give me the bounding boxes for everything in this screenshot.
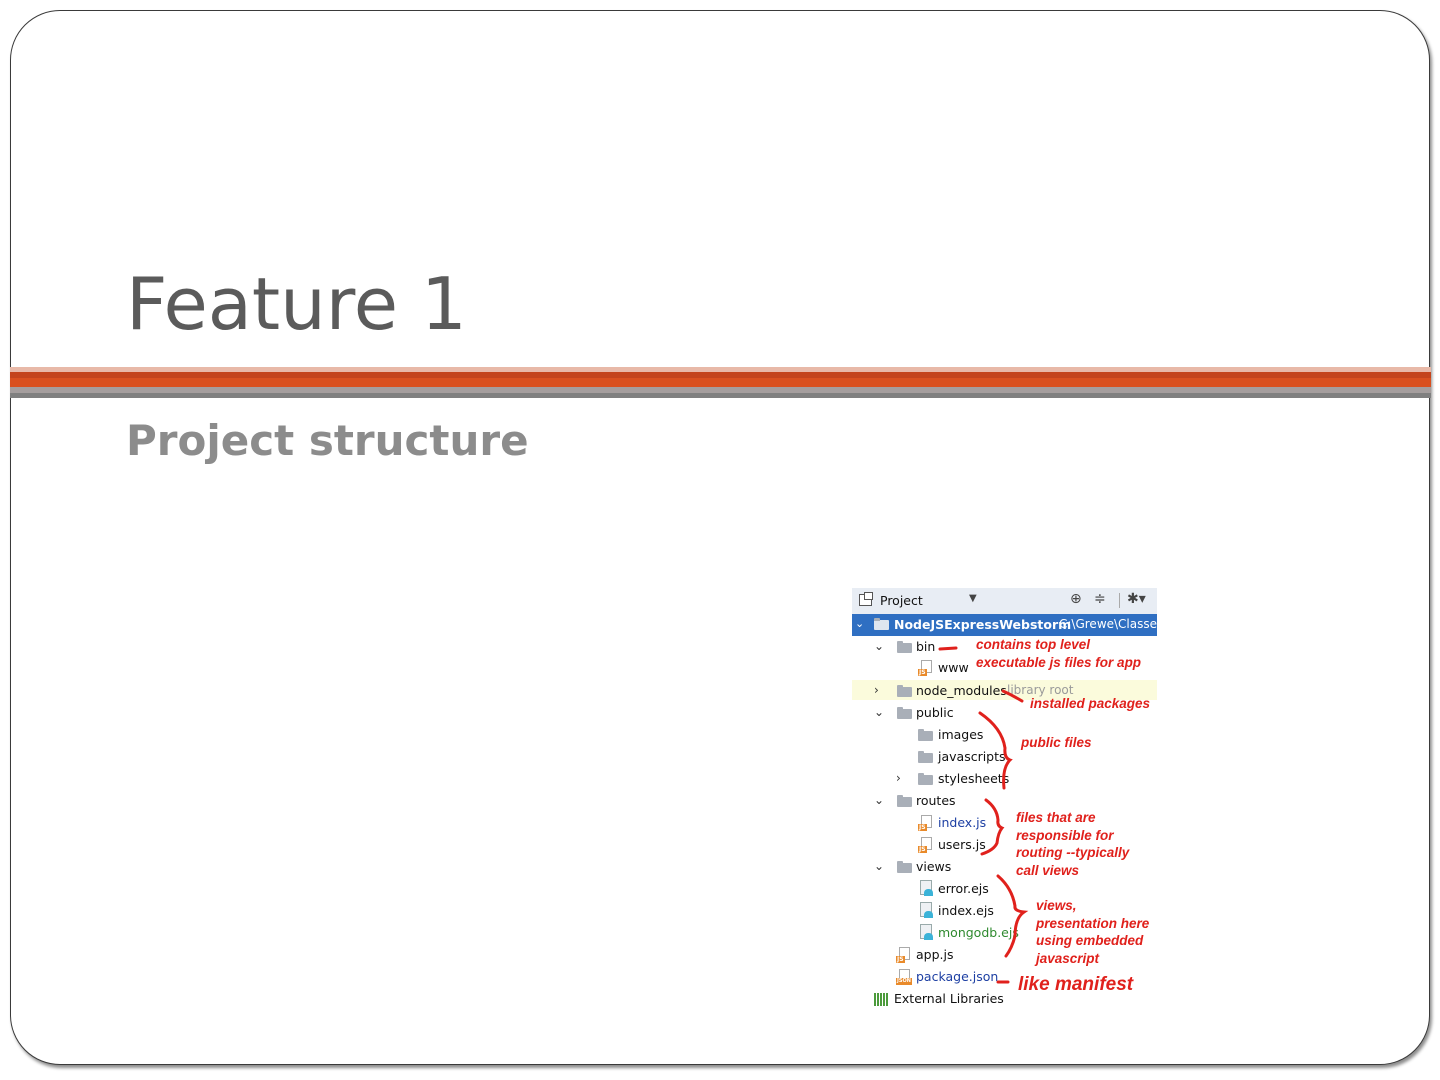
project-icon xyxy=(859,592,873,606)
chevron-down-icon[interactable]: ⌄ xyxy=(874,705,885,719)
chevron-down-icon[interactable]: ⌄ xyxy=(874,859,885,873)
js-file-icon: JS xyxy=(918,660,933,677)
folder-icon xyxy=(897,795,912,807)
accent-band xyxy=(10,393,1431,398)
folder-icon xyxy=(897,641,912,653)
accent-band xyxy=(10,367,1431,372)
accent-band xyxy=(10,387,1431,393)
tree-item-label: mongodb.ejs xyxy=(938,925,1019,940)
ejs-file-icon xyxy=(918,902,933,919)
annotation-routes: files that are responsible for routing -… xyxy=(1016,810,1130,878)
tree-item-label: node_modules xyxy=(916,683,1007,698)
folder-icon xyxy=(897,707,912,719)
chevron-right-icon[interactable]: › xyxy=(874,683,879,697)
js-file-icon: JS xyxy=(918,815,933,832)
ide-project-panel: Project ▼ ⊕ ≑ ✱▾ ⌄ NodeJSExpressWebstorm… xyxy=(852,588,1157,1013)
dropdown-caret-icon[interactable]: ▼ xyxy=(969,593,977,604)
tree-root-row[interactable]: ⌄ NodeJSExpressWebstorm C:\Grewe\Classes xyxy=(852,614,1157,636)
tree-item-label: public xyxy=(916,705,954,720)
tree-item-label: images xyxy=(938,727,984,742)
annotation-node-modules: installed packages xyxy=(1030,696,1151,711)
tree-item-label: routes xyxy=(916,793,956,808)
annotation-public: public files xyxy=(1021,735,1092,750)
node-modules-highlight xyxy=(852,680,1157,700)
folder-icon xyxy=(918,773,933,785)
tree-item-label: index.ejs xyxy=(938,903,994,918)
project-panel-label[interactable]: Project xyxy=(880,593,923,608)
js-file-icon: JS xyxy=(918,837,933,854)
root-path: C:\Grewe\Classes xyxy=(1059,617,1157,631)
chevron-down-icon[interactable]: ⌄ xyxy=(874,639,885,653)
js-file-icon: JS xyxy=(896,947,911,964)
root-name: NodeJSExpressWebstorm xyxy=(894,617,1072,632)
library-root-note: library root xyxy=(1007,683,1074,697)
annotation-views: views, presentation here using embedded … xyxy=(1036,898,1150,966)
tree-item-label: users.js xyxy=(938,837,986,852)
ejs-file-icon xyxy=(918,880,933,897)
folder-icon xyxy=(918,729,933,741)
gear-icon[interactable]: ✱▾ xyxy=(1127,591,1146,607)
project-panel-header: Project ▼ ⊕ ≑ ✱▾ xyxy=(852,588,1157,615)
tree-item-label: javascripts xyxy=(938,749,1006,764)
tree-item-label: www xyxy=(938,660,969,675)
chevron-down-icon[interactable]: ⌄ xyxy=(855,617,865,630)
tree-item-label: stylesheets xyxy=(938,771,1010,786)
locate-icon[interactable]: ⊕ xyxy=(1070,591,1082,607)
tree-item-label: error.ejs xyxy=(938,881,989,896)
folder-icon xyxy=(874,618,889,630)
ejs-file-icon xyxy=(918,924,933,941)
annotation-bin: contains top level executable js files f… xyxy=(976,637,1142,670)
tree-item-label: bin xyxy=(916,639,936,654)
toolbar-divider xyxy=(1119,593,1120,608)
library-icon xyxy=(874,993,889,1006)
tree-item-label: app.js xyxy=(916,947,954,962)
tree-item-label: package.json xyxy=(916,969,999,984)
folder-icon xyxy=(918,751,933,763)
pen-annotation-marks xyxy=(938,646,1029,984)
annotation-package-json: like manifest xyxy=(1018,974,1134,995)
collapse-all-icon[interactable]: ≑ xyxy=(1094,591,1106,607)
slide-title: Feature 1 xyxy=(126,262,467,346)
tree-item-label: index.js xyxy=(938,815,987,830)
folder-icon xyxy=(897,685,912,697)
folder-icon xyxy=(897,861,912,873)
slide-subtitle: Project structure xyxy=(126,416,529,465)
accent-band xyxy=(10,372,1431,378)
tree-item-label: External Libraries xyxy=(894,991,1004,1006)
tree-item-label: views xyxy=(916,859,952,874)
accent-band xyxy=(10,378,1431,387)
json-file-icon: JSON xyxy=(896,969,912,986)
slide-frame xyxy=(10,10,1430,1065)
chevron-right-icon[interactable]: › xyxy=(896,771,901,785)
chevron-down-icon[interactable]: ⌄ xyxy=(874,793,885,807)
